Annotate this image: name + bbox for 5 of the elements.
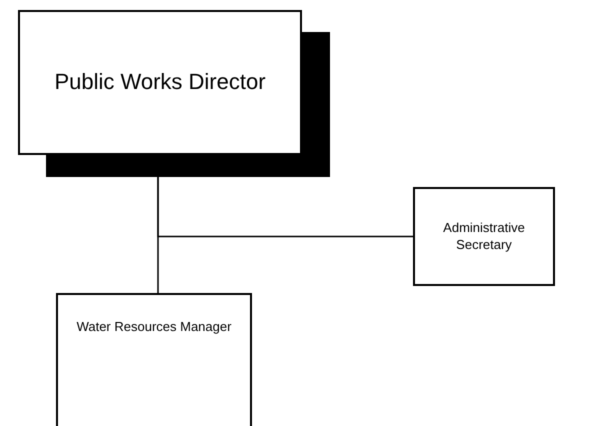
position-title: Public Works Director (54, 68, 266, 96)
position-title: Administrative Secretary (442, 220, 526, 254)
position-box (56, 293, 252, 426)
position-title: Water Resources Manager (76, 319, 232, 336)
position-box (413, 187, 555, 286)
